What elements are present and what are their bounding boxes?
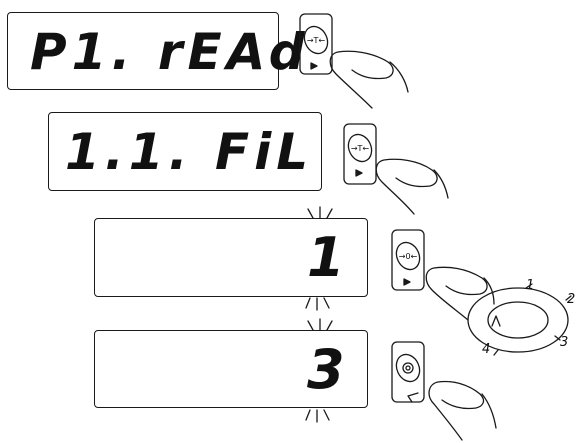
lcd-display-4: 3 [94, 330, 368, 408]
button-3-label: →0← [399, 252, 418, 261]
lcd-display-1: P1. rEAd [7, 12, 305, 90]
display-digit-blinking-3: 3 [307, 338, 345, 401]
display-text-2: 1.1. FiL [65, 123, 314, 181]
tare-button-2 [343, 123, 377, 185]
cycle-value-4: 4 [482, 342, 490, 357]
cycle-value-2: 2 [567, 292, 575, 307]
button-1-label: →T← [307, 36, 326, 45]
finger-2 [375, 158, 449, 215]
blink-rays-1 [305, 206, 333, 311]
button-2-label: →T← [351, 144, 370, 153]
cycle-value-3: 3 [560, 335, 568, 350]
display-text-1: P1. rEAd [30, 23, 310, 81]
finger-3 [425, 266, 495, 321]
lcd-display-2: 1.1. FiL [48, 112, 322, 191]
tare-button-1 [299, 13, 333, 75]
finger-4 [407, 380, 497, 441]
print-enter-button [391, 341, 425, 403]
blink-rays-3 [305, 318, 333, 423]
finger-1 [329, 50, 409, 109]
zero-button [391, 229, 425, 291]
display-digit-blinking-1: 1 [307, 226, 345, 289]
value-cycle-diagram [467, 283, 572, 356]
lcd-display-3: 1 [94, 218, 368, 297]
cycle-value-1: 1 [526, 278, 534, 293]
